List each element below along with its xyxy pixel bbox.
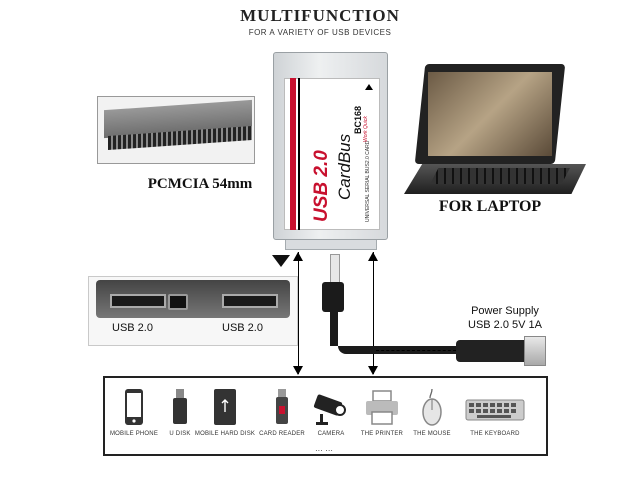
card-insert-arrow-icon bbox=[365, 84, 373, 90]
cable-dash-line bbox=[376, 350, 456, 351]
card-black-stripe bbox=[298, 78, 300, 230]
dc-plug-tip bbox=[330, 254, 340, 284]
more-devices-ellipsis: … … bbox=[314, 444, 334, 453]
pcmcia-size-label: PCMCIA 54mm bbox=[147, 176, 253, 192]
usb-disk-icon bbox=[173, 389, 187, 424]
device-camera: CAMERA bbox=[301, 378, 361, 450]
device-printer: THE PRINTER bbox=[352, 378, 412, 450]
device-mouse: THE MOUSE bbox=[402, 378, 462, 450]
arrow-down-left-icon bbox=[293, 366, 303, 375]
card-cardbus-label: CardBus bbox=[335, 133, 354, 200]
card-usb-connector bbox=[285, 240, 377, 250]
card-usb-label: USB 2.0 bbox=[311, 150, 332, 222]
device-label: THE PRINTER bbox=[360, 431, 404, 437]
device-label: THE KEYBOARD bbox=[470, 431, 520, 437]
power-supply-line2: USB 2.0 5V 1A bbox=[468, 319, 542, 331]
power-supply-label: Power Supply USB 2.0 5V 1A bbox=[440, 304, 570, 332]
card-quick-text: Work Quick bbox=[363, 116, 369, 142]
device-u-disk: U DISK bbox=[150, 378, 210, 450]
card-text-area: USB 2.0 CardBus BC168 UNIVERSAL SERIAL B… bbox=[305, 82, 377, 226]
device-label: MOBILE HARD DISK bbox=[194, 431, 256, 437]
card-sticker bbox=[284, 78, 380, 230]
printer-icon bbox=[366, 390, 398, 425]
headline: MULTIFUNCTION bbox=[240, 6, 400, 25]
arrow-down-right-icon bbox=[368, 366, 378, 375]
camera-icon bbox=[313, 394, 346, 425]
mouse-icon bbox=[422, 388, 442, 426]
cable-vertical bbox=[330, 310, 338, 346]
usb-port-right-label: USB 2.0 bbox=[222, 322, 263, 334]
mobile-phone-icon bbox=[125, 389, 143, 425]
arrow-line-left bbox=[298, 252, 299, 374]
subheadline: FOR A VARIETY OF USB DEVICES bbox=[248, 28, 392, 37]
device-mobile-phone: MOBILE PHONE bbox=[104, 378, 164, 450]
down-arrow-icon bbox=[272, 255, 290, 267]
device-mobile-hard-disk: MOBILE HARD DISK bbox=[195, 378, 255, 450]
arrow-line-right bbox=[373, 252, 374, 374]
dc-plug-body bbox=[322, 282, 344, 312]
device-label: CAMERA bbox=[317, 431, 345, 437]
laptop-screen bbox=[428, 72, 552, 156]
hard-disk-icon bbox=[214, 389, 236, 425]
device-label: CARD READER bbox=[259, 431, 305, 437]
usb-plug-body bbox=[456, 340, 526, 362]
usb-port-right bbox=[222, 294, 278, 308]
device-card-reader: CARD READER bbox=[252, 378, 312, 450]
device-label: U DISK bbox=[169, 431, 191, 437]
card-universal-text: UNIVERSAL SERIAL BUS2.0 CARD bbox=[365, 140, 371, 222]
usb-port-left bbox=[110, 294, 166, 308]
usb-plug-connector bbox=[524, 336, 546, 366]
card-reader-icon bbox=[276, 389, 288, 424]
device-label: THE MOUSE bbox=[413, 431, 451, 437]
device-keyboard: THE KEYBOARD bbox=[465, 378, 525, 450]
pcmcia-closeup-image bbox=[97, 96, 255, 164]
usb-port-left-label: USB 2.0 bbox=[112, 322, 153, 334]
arrow-up-left-icon bbox=[293, 252, 303, 261]
power-supply-line1: Power Supply bbox=[471, 305, 539, 317]
hub-center-jack bbox=[168, 294, 188, 310]
device-label: MOBILE PHONE bbox=[109, 431, 159, 437]
laptop-label: FOR LAPTOP bbox=[438, 198, 542, 215]
arrow-up-right-icon bbox=[368, 252, 378, 261]
card-red-stripe bbox=[290, 78, 296, 230]
laptop-keyboard bbox=[430, 168, 570, 184]
keyboard-icon bbox=[465, 399, 525, 421]
card-model-label: BC168 bbox=[353, 105, 363, 134]
